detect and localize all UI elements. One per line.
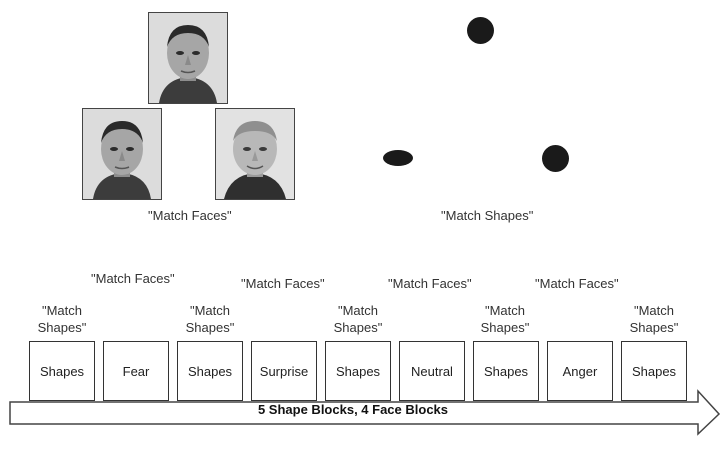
shape-ellipse-distractor <box>383 150 413 166</box>
shape-circle-target <box>467 17 494 44</box>
block-neutral: Neutral <box>399 341 465 401</box>
timeline-arrow-label: 5 Shape Blocks, 4 Face Blocks <box>257 402 449 417</box>
block-surprise: Surprise <box>251 341 317 401</box>
block-anger: Anger <box>547 341 613 401</box>
shape-block-label: "Match Shapes" <box>480 303 530 335</box>
shape-block-label: "Match Shapes" <box>333 303 383 335</box>
block-fear: Fear <box>103 341 169 401</box>
face-block-label: "Match Faces" <box>388 276 472 291</box>
shape-circle-match <box>542 145 569 172</box>
face-block-label: "Match Faces" <box>91 271 175 286</box>
shapes-trial-caption: "Match Shapes" <box>441 208 534 223</box>
face-block-label: "Match Faces" <box>241 276 325 291</box>
shape-block-label: "Match Shapes" <box>185 303 235 335</box>
face-block-label: "Match Faces" <box>535 276 619 291</box>
block-shapes: Shapes <box>325 341 391 401</box>
shape-block-label: "Match Shapes" <box>37 303 87 335</box>
face-photo-target <box>148 12 228 104</box>
face-photo-distractor <box>215 108 295 200</box>
timeline-arrow <box>8 388 722 436</box>
faces-trial-caption: "Match Faces" <box>148 208 232 223</box>
shape-block-label: "Match Shapes" <box>629 303 679 335</box>
block-shapes: Shapes <box>177 341 243 401</box>
block-shapes: Shapes <box>29 341 95 401</box>
block-shapes: Shapes <box>473 341 539 401</box>
face-photo-match <box>82 108 162 200</box>
block-shapes: Shapes <box>621 341 687 401</box>
